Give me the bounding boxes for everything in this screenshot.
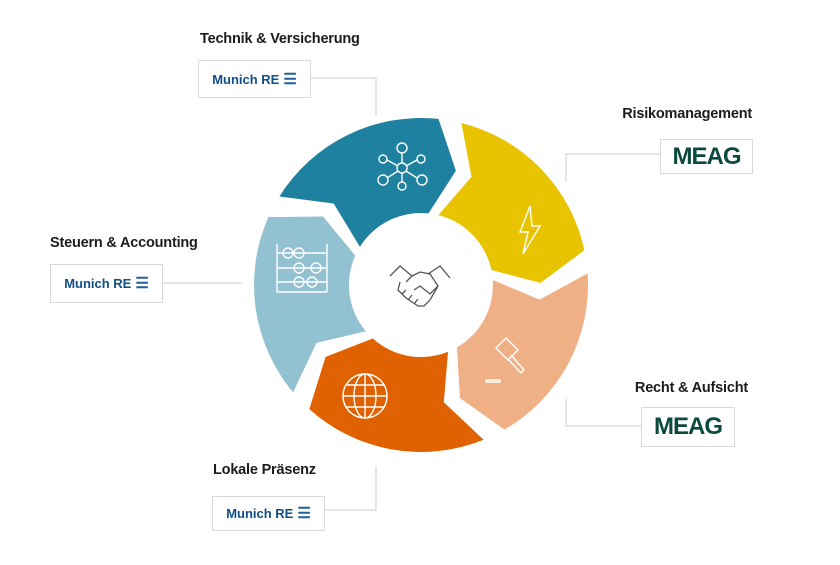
company-name: MEAG bbox=[654, 413, 723, 440]
lightning-icon bbox=[518, 205, 542, 255]
connector-lokal bbox=[325, 466, 377, 511]
segment-recht-aufsicht bbox=[457, 273, 589, 430]
ring bbox=[254, 117, 589, 452]
munich-re-mark-icon: ☰ bbox=[297, 505, 311, 522]
network-icon bbox=[377, 142, 428, 191]
connector-risiko bbox=[565, 153, 660, 182]
logo-meag: MEAG bbox=[641, 407, 735, 447]
company-name: Munich RE bbox=[226, 506, 294, 521]
munich-re-mark-icon: ☰ bbox=[135, 275, 149, 292]
logo-munich-re: Munich RE☰ bbox=[212, 496, 325, 531]
label-steuern-accounting: Steuern & Accounting bbox=[50, 235, 198, 251]
connectors bbox=[162, 77, 660, 511]
label-technik-versicherung: Technik & Versicherung bbox=[200, 31, 360, 47]
label-risikomanagement: Risikomanagement bbox=[622, 106, 752, 122]
logo-munich-re: Munich RE☰ bbox=[50, 264, 163, 303]
gavel-icon bbox=[485, 337, 525, 383]
segment-risikomanagement bbox=[438, 123, 585, 283]
munich-re-mark-icon: ☰ bbox=[283, 70, 297, 88]
handshake-icon bbox=[389, 265, 451, 307]
logo-meag: MEAG bbox=[660, 139, 753, 174]
label-lokale-praesenz: Lokale Präsenz bbox=[213, 462, 316, 478]
company-name: Munich RE bbox=[64, 276, 132, 291]
company-name: MEAG bbox=[672, 142, 742, 170]
segment-technik-versicherung bbox=[279, 117, 456, 247]
connector-recht bbox=[565, 399, 641, 427]
segment-steuern-accounting bbox=[254, 216, 366, 393]
label-recht-aufsicht: Recht & Aufsicht bbox=[634, 380, 748, 396]
segment-lokale-praesenz bbox=[309, 338, 484, 452]
logo-munich-re: Munich RE☰ bbox=[198, 60, 311, 98]
globe-icon bbox=[342, 373, 388, 419]
abacus-icon bbox=[276, 244, 328, 293]
company-name: Munich RE bbox=[212, 71, 280, 87]
connector-technik bbox=[311, 77, 377, 116]
